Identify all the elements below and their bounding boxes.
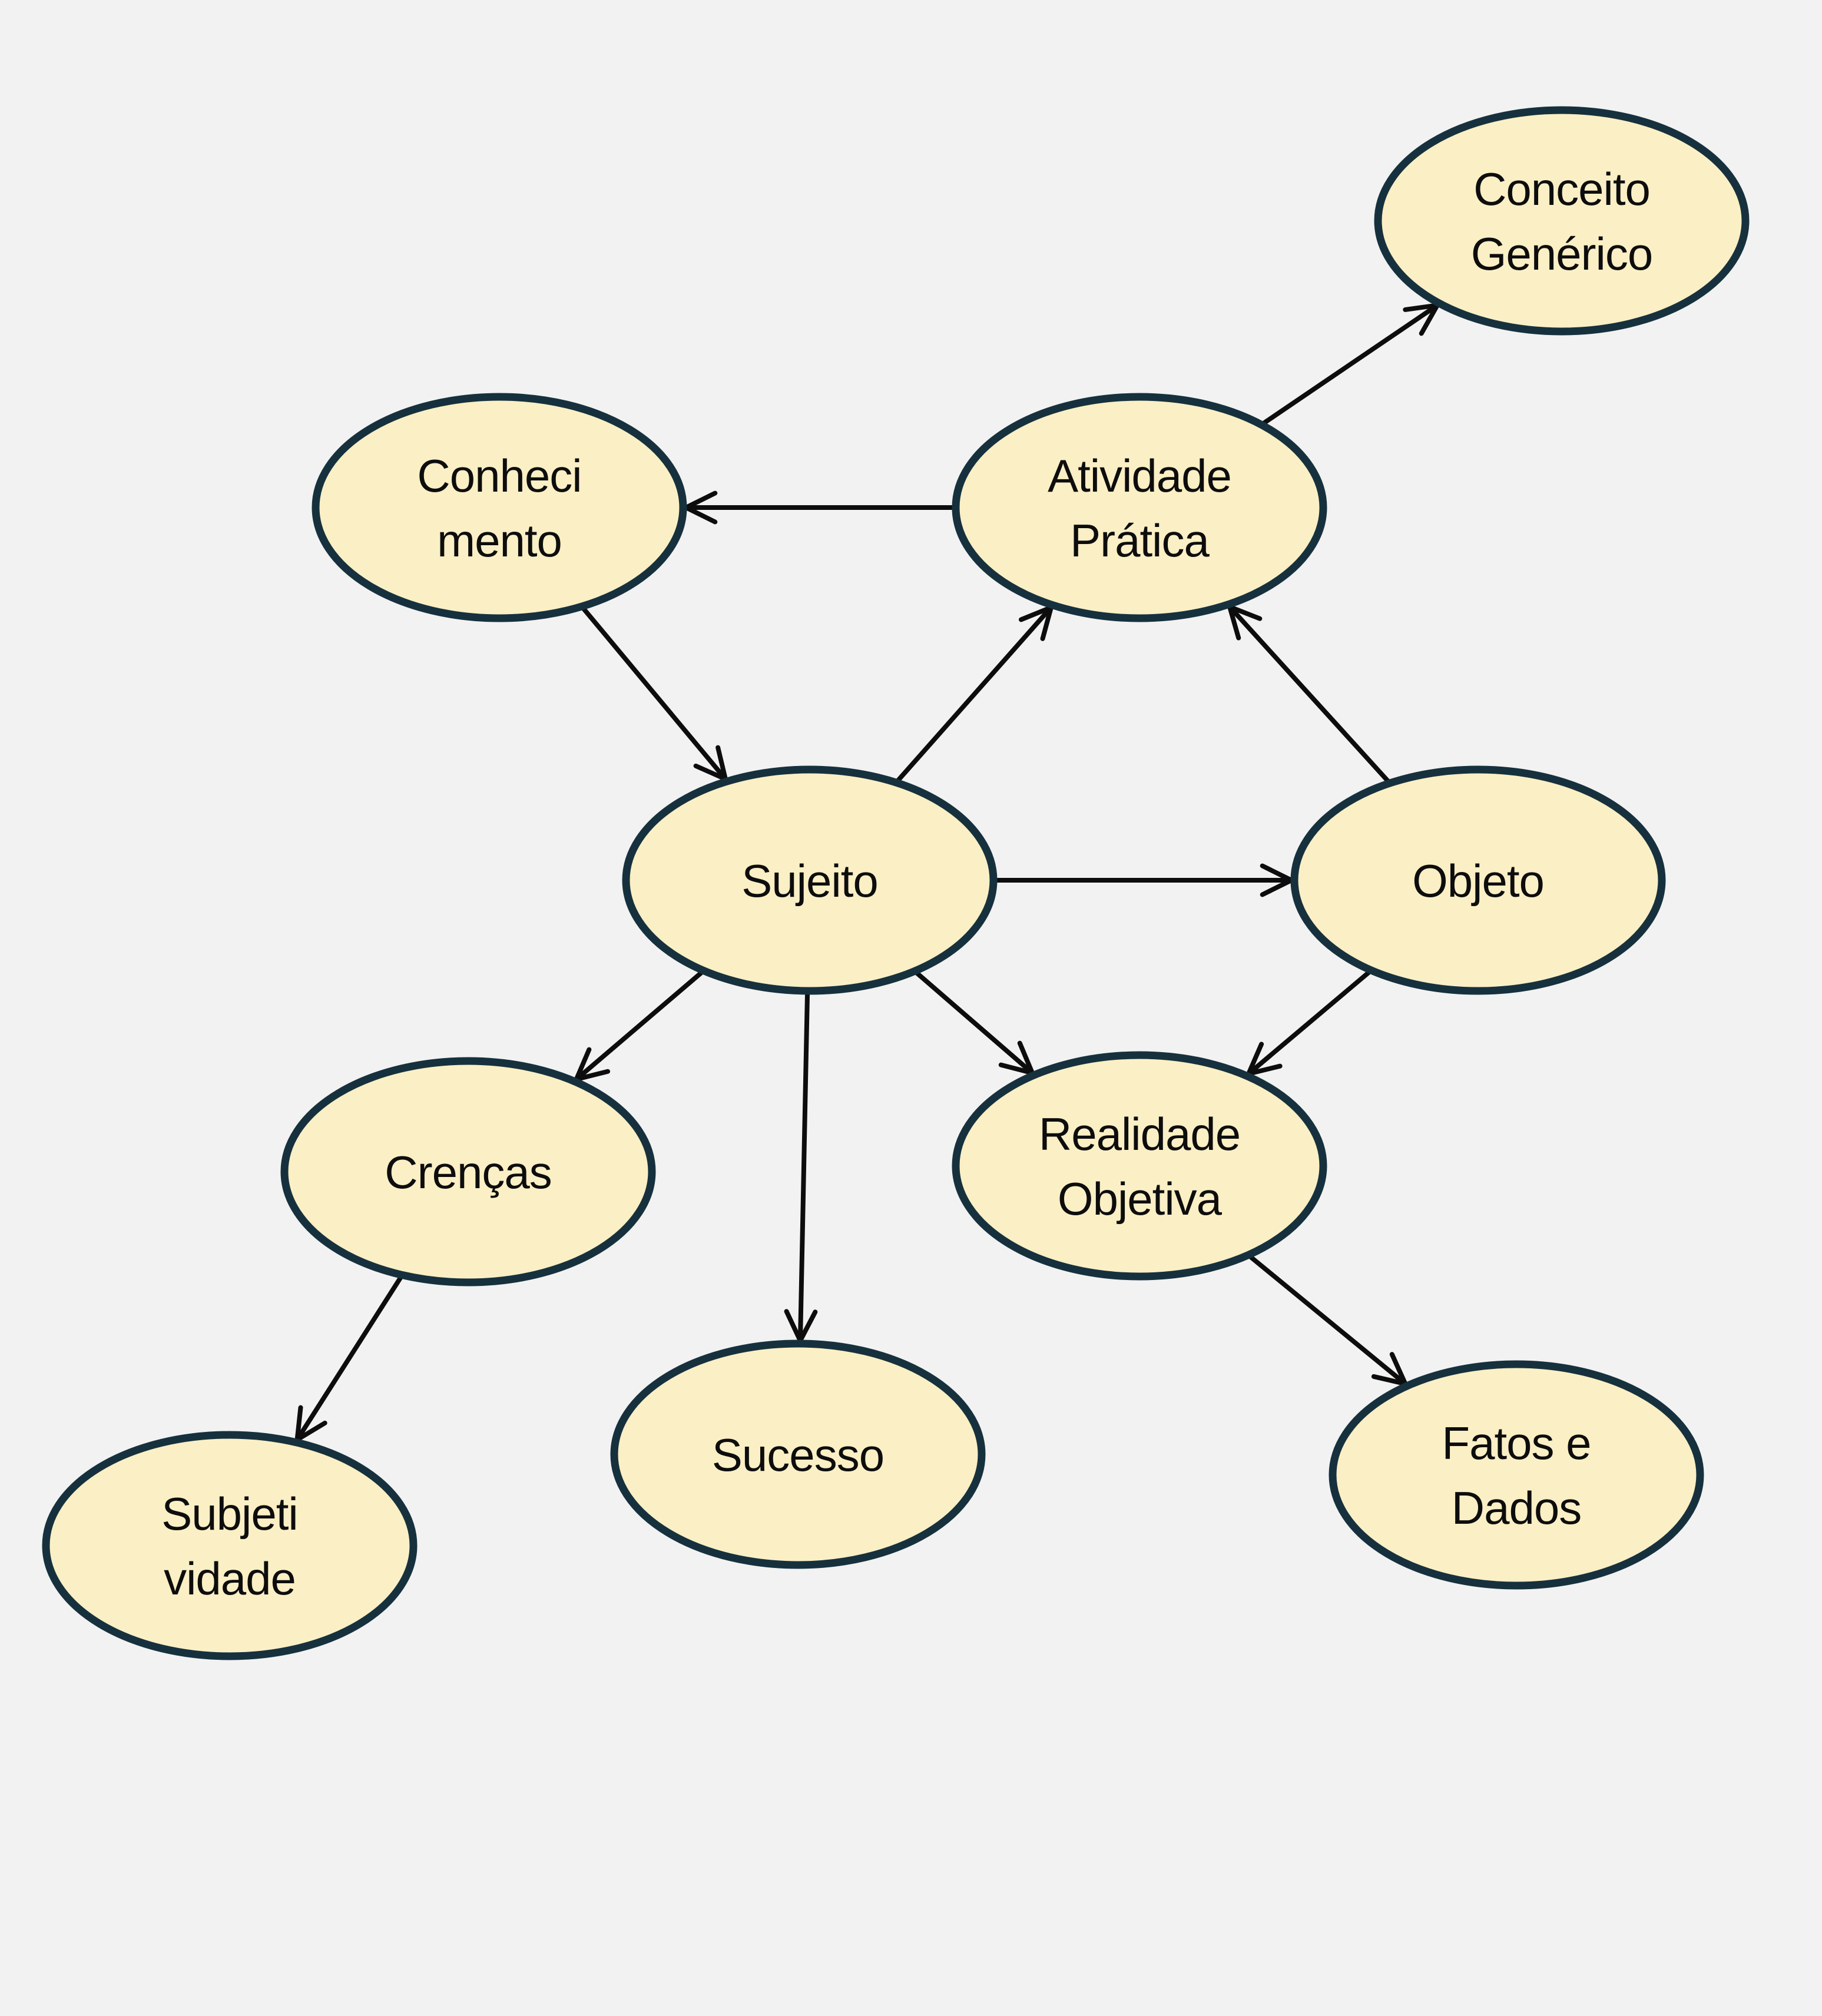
node-sujeito-shape — [622, 765, 998, 995]
edge-line — [574, 970, 704, 1082]
edge-sujeito--crencas — [574, 970, 704, 1082]
node-sucesso-label: Sucesso — [712, 1429, 884, 1481]
edge-sujeito--atividade-pratica — [896, 605, 1054, 783]
edge-line — [1248, 1254, 1408, 1387]
edge-line — [896, 605, 1054, 783]
node-crencas-label: Crenças — [385, 1146, 551, 1198]
node-subjetividade-shape — [42, 1431, 418, 1660]
node-crencas-shape — [280, 1057, 656, 1286]
node-objeto: Objeto — [1290, 765, 1666, 995]
edge-realidade-objetiva--fatos-e-dados — [1248, 1254, 1408, 1387]
edge-line — [294, 1275, 403, 1443]
node-crencas: Crenças — [280, 1057, 656, 1286]
edge-sujeito--realidade-objetiva — [914, 970, 1035, 1076]
edge-atividade-pratica--conceito-generico — [1261, 303, 1440, 426]
arrowhead-icon — [294, 1405, 327, 1443]
edge-sujeito--sucesso — [784, 991, 818, 1344]
edge-sujeito--objeto — [994, 863, 1294, 897]
node-realidade-objetiva-shape — [952, 1051, 1327, 1281]
node-sucesso: Sucesso — [610, 1339, 986, 1569]
edge-objeto--realidade-objetiva — [1246, 970, 1372, 1076]
edge-line — [914, 970, 1035, 1076]
node-objeto-label: Objeto — [1412, 855, 1544, 907]
edge-atividade-pratica--conhecimento — [684, 490, 955, 525]
node-conceito-generico-shape — [1374, 106, 1750, 336]
edge-line — [1246, 970, 1372, 1076]
edge-crencas--subjetividade — [294, 1275, 403, 1443]
node-sucesso-shape — [610, 1339, 986, 1569]
node-sujeito: Sujeito — [622, 765, 998, 995]
arrowhead-icon — [1403, 303, 1440, 336]
edge-line — [1227, 604, 1390, 784]
edge-objeto--atividade-pratica — [1227, 604, 1390, 784]
node-fatos-e-dados-shape — [1329, 1360, 1704, 1590]
node-sujeito-label: Sujeito — [741, 855, 878, 907]
edge-line — [1261, 303, 1440, 426]
node-atividade-pratica-shape — [952, 393, 1327, 622]
edge-line — [581, 606, 728, 782]
node-conhecimento-shape — [312, 393, 687, 622]
node-objeto-shape — [1290, 765, 1666, 995]
edge-conhecimento--sujeito — [581, 606, 728, 782]
edge-line — [797, 991, 810, 1344]
